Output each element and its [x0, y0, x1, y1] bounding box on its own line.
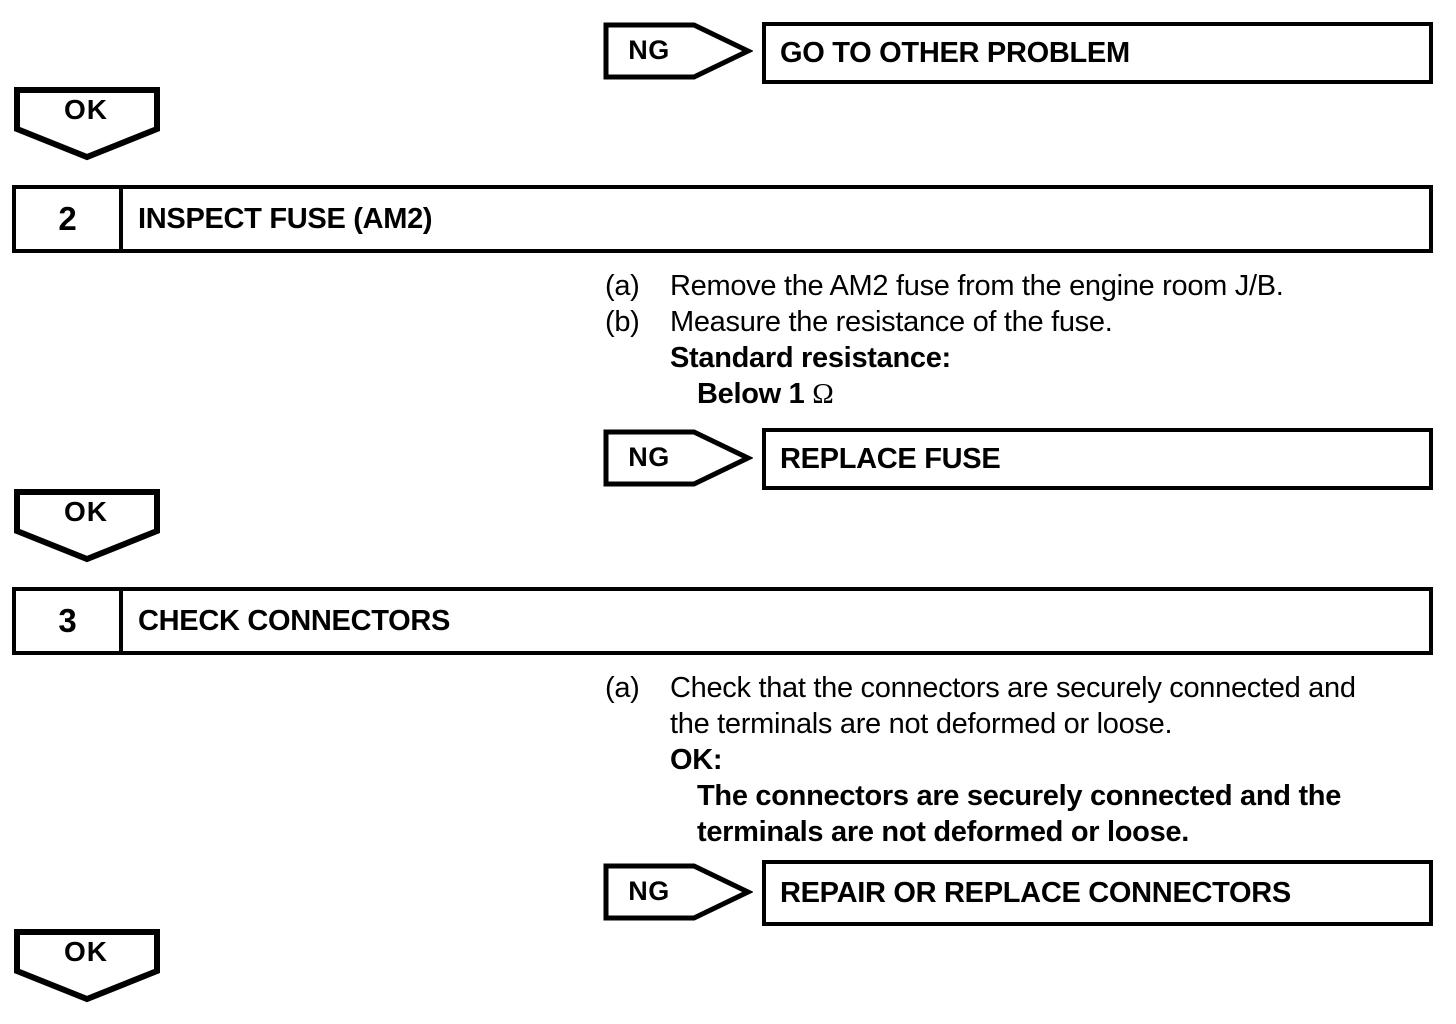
instruction-item: (b) Measure the resistance of the fuse.	[605, 304, 1425, 340]
instruction-label: (b)	[605, 306, 640, 338]
step-number: 3	[16, 591, 123, 651]
action-box-label: REPAIR OR REPLACE CONNECTORS	[780, 876, 1291, 909]
spec-value: Below 1 Ω	[697, 376, 1425, 412]
instruction-item: (a) Check that the connectors are secure…	[605, 670, 1425, 742]
step-header-2: 2 INSPECT FUSE (AM2)	[12, 185, 1433, 253]
instruction-label: (a)	[605, 270, 640, 302]
spec-value: The connectors are securely connected an…	[697, 780, 1342, 848]
instruction-label: (a)	[605, 672, 640, 704]
ng-connector-label: NG	[628, 875, 670, 906]
ok-connector-label: OK	[64, 496, 108, 527]
action-box-go-to-other-problem: GO TO OTHER PROBLEM	[762, 22, 1433, 84]
step-header-3: 3 CHECK CONNECTORS	[12, 587, 1433, 655]
ng-pointer-shape	[603, 429, 753, 487]
ok-pentagon-shape	[14, 489, 160, 563]
ng-connector-label: NG	[628, 441, 670, 472]
step-title: CHECK CONNECTORS	[138, 604, 451, 637]
step-title: INSPECT FUSE (AM2)	[138, 202, 433, 235]
instruction-text: Check that the connectors are securely c…	[670, 672, 1356, 740]
ok-pentagon-shape	[14, 87, 160, 161]
ng-pointer-shape	[603, 863, 753, 921]
ok-connector-label: OK	[64, 936, 108, 967]
ohm-symbol: Ω	[812, 378, 834, 410]
instruction-text: Measure the resistance of the fuse.	[670, 306, 1113, 338]
instruction-text: Remove the AM2 fuse from the engine room…	[670, 270, 1284, 302]
spec-heading: OK:	[670, 744, 723, 776]
ng-connector-label: NG	[628, 34, 670, 65]
ng-pointer-shape	[603, 22, 753, 80]
step-number: 2	[16, 189, 123, 249]
spec-value-text: Below 1	[697, 378, 813, 410]
ng-connector-2: NG	[603, 429, 753, 487]
ok-connector-1: OK	[13, 87, 161, 161]
spec-heading: Standard resistance:	[670, 342, 951, 374]
ok-connector-label: OK	[64, 94, 108, 125]
ng-connector-3: NG	[603, 863, 753, 921]
action-box-replace-fuse: REPLACE FUSE	[762, 428, 1433, 490]
step-3-instructions: (a) Check that the connectors are secure…	[605, 670, 1425, 850]
action-box-label: REPLACE FUSE	[780, 442, 1001, 475]
instruction-item: (a) Remove the AM2 fuse from the engine …	[605, 268, 1425, 304]
ok-pentagon-shape	[14, 929, 160, 1003]
ok-connector-3: OK	[13, 929, 161, 1003]
action-box-repair-or-replace-connectors: REPAIR OR REPLACE CONNECTORS	[762, 860, 1433, 926]
step-2-instructions: (a) Remove the AM2 fuse from the engine …	[605, 268, 1425, 412]
ng-connector-1: NG	[603, 22, 753, 80]
action-box-label: GO TO OTHER PROBLEM	[780, 36, 1130, 69]
ok-connector-2: OK	[13, 489, 161, 563]
